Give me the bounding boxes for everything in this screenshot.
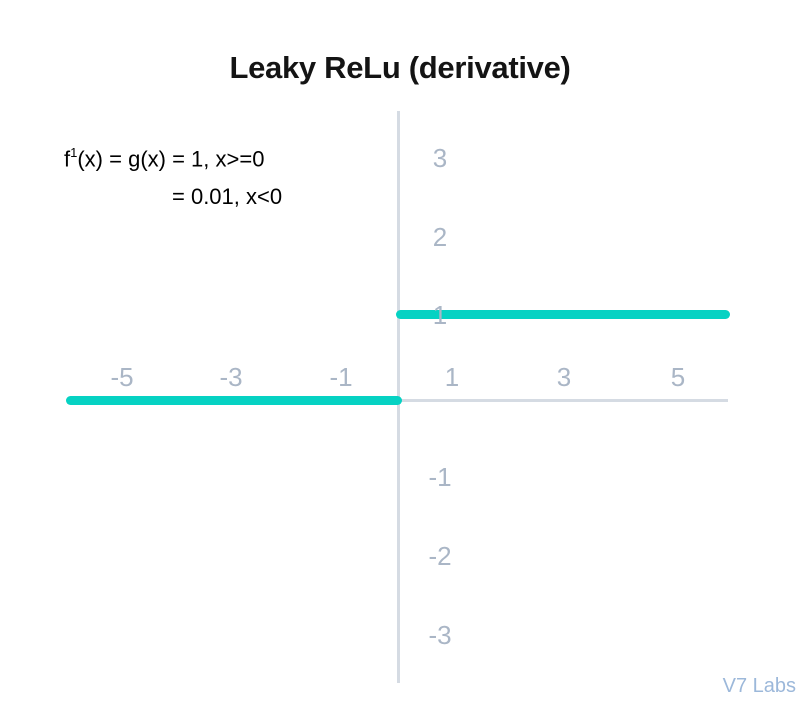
x-tick-label: 1 (444, 362, 460, 392)
y-tick-label: -2 (428, 541, 452, 571)
v7-labs-watermark: V7 Labs (722, 675, 796, 697)
x-tick-label: -3 (219, 362, 243, 392)
formula-rest: (x) = g(x) = 1, x>=0 (77, 146, 265, 172)
formula-line-2: = 0.01, x<0 (172, 184, 283, 209)
series-segment-negative-x (66, 396, 402, 405)
y-tick-label: 2 (432, 222, 448, 252)
chart-title: Leaky ReLu (derivative) (229, 50, 571, 85)
y-tick-label: 1 (432, 300, 448, 330)
y-tick-label: -3 (428, 620, 452, 650)
x-tick-label: -5 (110, 362, 134, 392)
y-tick-label: -1 (428, 462, 452, 492)
x-tick-label: 5 (670, 362, 686, 392)
formula-f: f (64, 146, 71, 172)
x-tick-label: 3 (556, 362, 572, 392)
y-tick-label: 3 (432, 143, 448, 173)
formula-line-1: f1(x) = g(x) = 1, x>=0 (64, 145, 265, 172)
x-tick-label: -1 (329, 362, 353, 392)
formula-superscript: 1 (70, 145, 78, 160)
series-segment-positive-x (396, 310, 730, 319)
